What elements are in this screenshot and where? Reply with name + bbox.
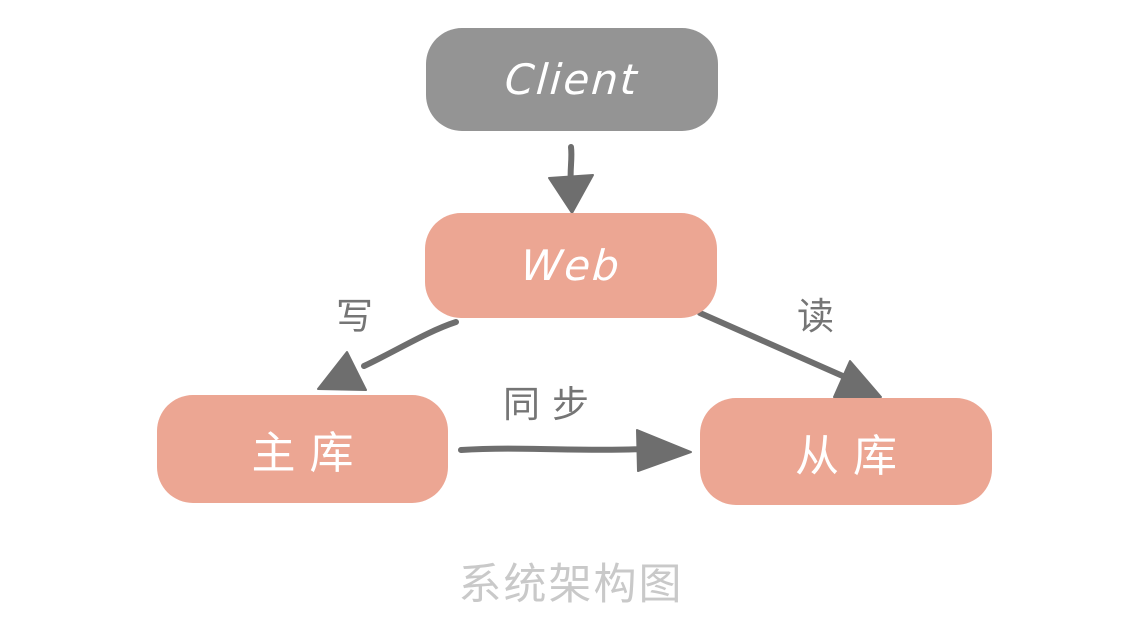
node-client: Client — [426, 28, 718, 131]
arrow-web-to-master — [317, 319, 459, 391]
node-client-label: Client — [503, 55, 641, 104]
diagram-caption: 系统架构图 — [458, 560, 684, 610]
node-replica-db-label: 从库 — [795, 430, 911, 482]
edge-label-sync: 同步 — [503, 383, 601, 426]
node-master-db: 主库 — [157, 395, 448, 503]
edge-label-read: 读 — [797, 295, 834, 338]
node-web-label: Web — [519, 241, 623, 290]
arrow-client-to-web — [548, 144, 594, 214]
arrow-web-to-replica — [697, 310, 882, 398]
node-replica-db: 从库 — [700, 398, 992, 505]
node-master-db-label: 主库 — [251, 428, 368, 479]
arrow-master-to-replica — [458, 429, 692, 472]
node-web: Web — [425, 213, 717, 318]
edge-label-write: 写 — [336, 295, 373, 338]
